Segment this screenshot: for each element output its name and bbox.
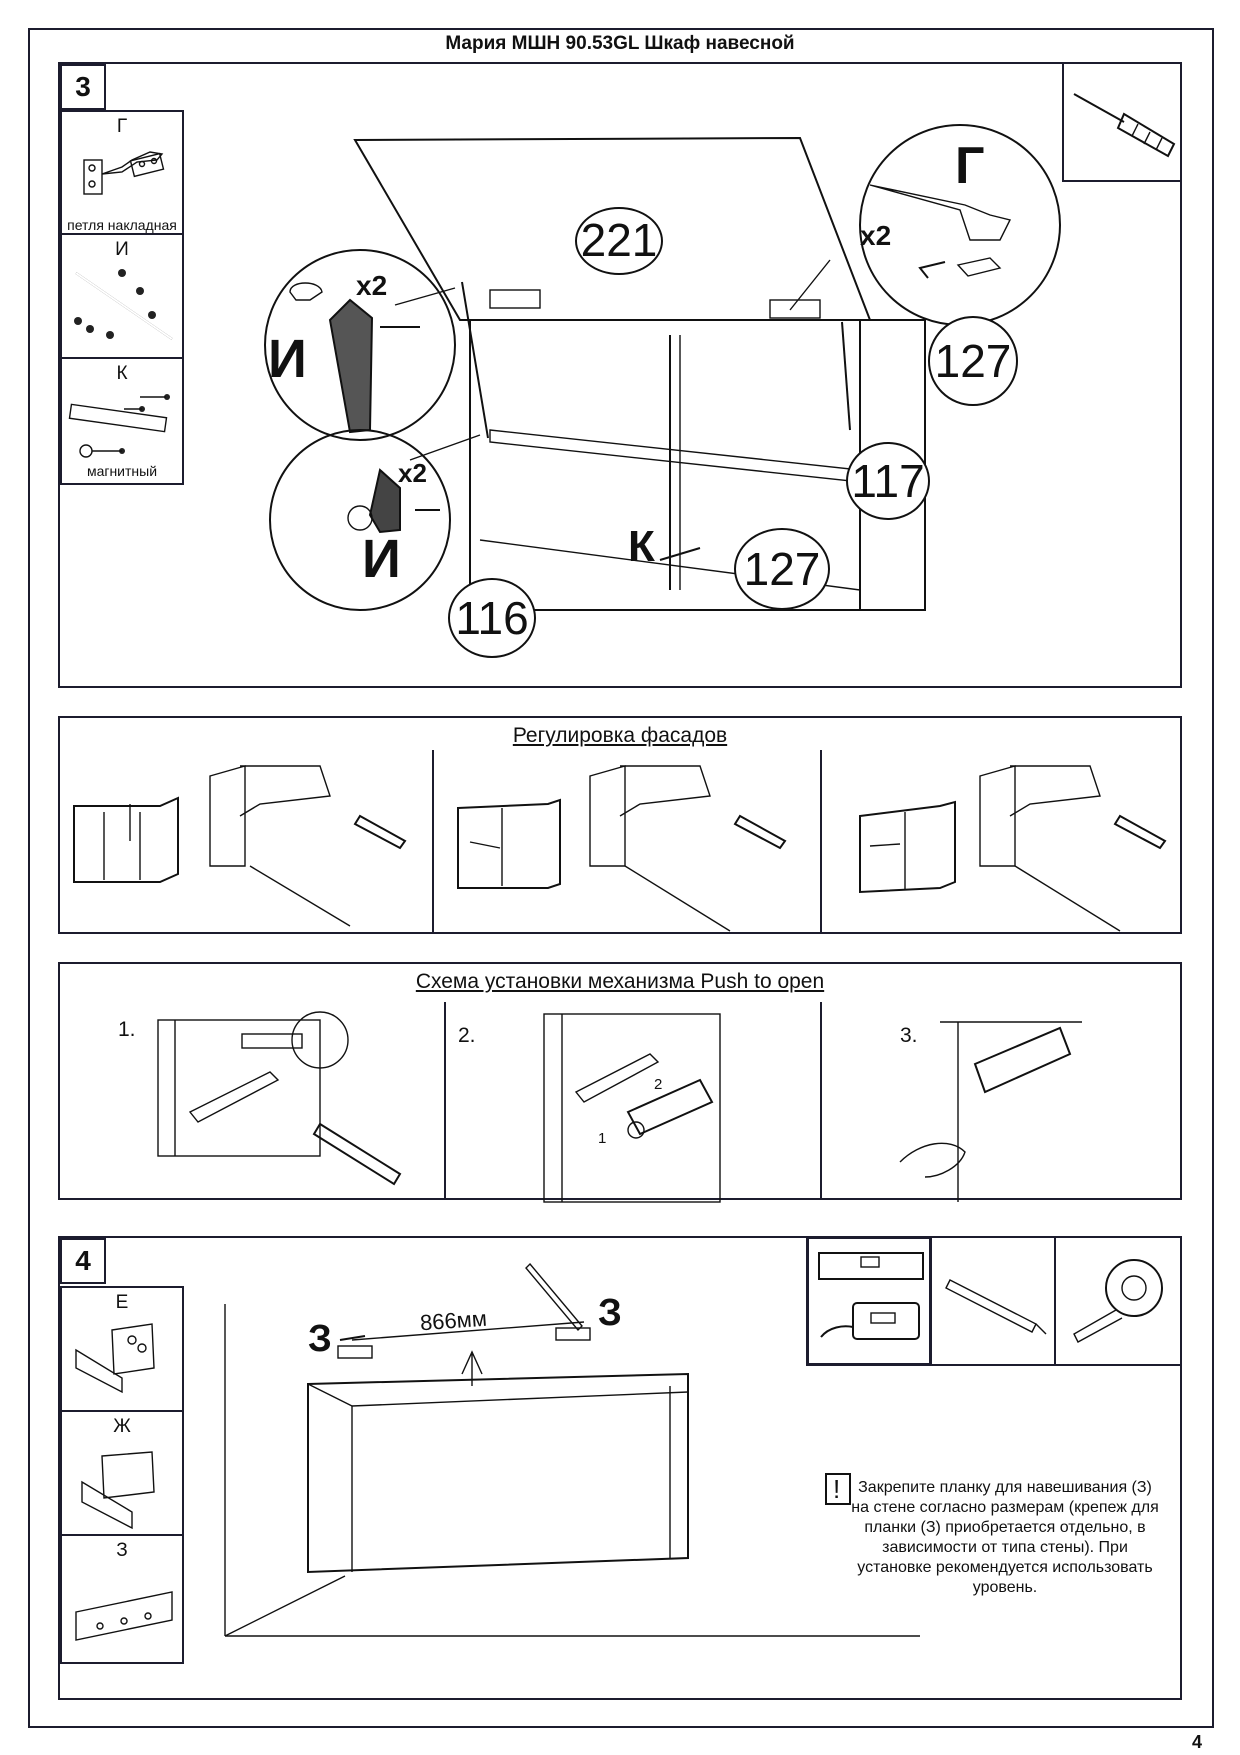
part-letter-i: И — [115, 239, 129, 260]
warning-mark: ! — [833, 1474, 841, 1504]
adjust-title: Регулировка фасадов — [512, 724, 728, 747]
callout-221: 221 — [575, 207, 663, 275]
part-cell-hinge: Г петля накладная — [60, 110, 184, 235]
push-divider-1 — [444, 1002, 446, 1198]
callout-127-bottom: 127 — [734, 528, 830, 610]
level-icon — [818, 1252, 924, 1340]
hinge-icon — [83, 151, 165, 195]
detail-label-i-bottom: И — [362, 529, 401, 589]
detail-x2-g: x2 — [860, 220, 892, 251]
callout-116: 116 — [448, 578, 536, 658]
push-panel: Схема установки механизма Push to open — [58, 962, 1182, 1200]
part-letter-zh: Ж — [113, 1416, 131, 1437]
push-title: Схема установки механизма Push to open — [415, 970, 825, 993]
magnetic-latch-icon — [68, 394, 170, 458]
part-cell-z: З — [60, 1534, 184, 1664]
part-letter-g: Г — [116, 116, 128, 137]
cabinet-drawing — [264, 124, 1061, 611]
part-cell-e: Е — [60, 1286, 184, 1412]
part-letter-e: Е — [115, 1292, 129, 1313]
part-letter-k: К — [116, 363, 128, 384]
gas-lift-icon — [74, 269, 173, 340]
mounting-note: Закрепите планку для навешивания (З) на … — [851, 1479, 1159, 1596]
adjust-divider-1 — [432, 750, 434, 932]
screwdriver-icon — [1073, 93, 1176, 158]
page-title: Мария МШН 90.53GL Шкаф навесной — [445, 33, 795, 54]
callout-117: 117 — [846, 442, 930, 520]
push-drawings — [157, 1011, 1082, 1203]
push-step-2-number: 2. — [458, 1024, 476, 1047]
push-step-2-arrow-1: 1 — [598, 1130, 607, 1147]
step4-panel — [58, 1236, 1182, 1700]
detail-x2-i-bottom: x2 — [398, 458, 427, 488]
tool-box-tape — [1054, 1236, 1182, 1366]
step3-panel — [58, 62, 1182, 688]
bracket-zh-icon — [81, 1451, 155, 1530]
part-cell-magnet: К магнитный — [60, 357, 184, 485]
detail-x2-i-top: x2 — [356, 270, 388, 301]
page-frame — [28, 28, 1214, 1728]
adjust-drawings — [73, 765, 1167, 932]
wall-mounting-drawing — [224, 1262, 920, 1637]
push-step-1-number: 1. — [118, 1018, 136, 1041]
callout-127-top: 127 — [928, 316, 1018, 406]
detail-label-i-top: И — [268, 329, 307, 389]
tool-box-step3 — [1062, 62, 1182, 182]
dimension-label: 866мм — [419, 1305, 488, 1336]
rail-z-icon — [75, 1591, 173, 1641]
step4-number: 4 — [60, 1238, 106, 1284]
detail-label-k: К — [628, 522, 655, 571]
adjust-panel: Регулировка фасадов — [58, 716, 1182, 934]
part-caption-magnet: магнитный — [86, 463, 158, 479]
part-letter-z: З — [116, 1540, 128, 1561]
pencil-icon — [945, 1279, 1047, 1335]
part-cell-zh: Ж — [60, 1410, 184, 1536]
bracket-e-icon — [75, 1323, 155, 1394]
part-caption-hinge: петля накладная — [67, 217, 177, 233]
adjust-divider-2 — [820, 750, 822, 932]
rail-label-left: З — [308, 1318, 332, 1360]
push-divider-2 — [820, 1002, 822, 1198]
push-step-3-number: 3. — [900, 1024, 918, 1047]
tape-measure-icon — [1073, 1259, 1163, 1343]
page-number: 4 — [1192, 1732, 1203, 1752]
rail-label-right: З — [598, 1292, 622, 1334]
step3-number: 3 — [60, 64, 106, 110]
detail-label-g: Г — [955, 137, 985, 195]
push-step-2-arrow-2: 2 — [654, 1076, 663, 1093]
